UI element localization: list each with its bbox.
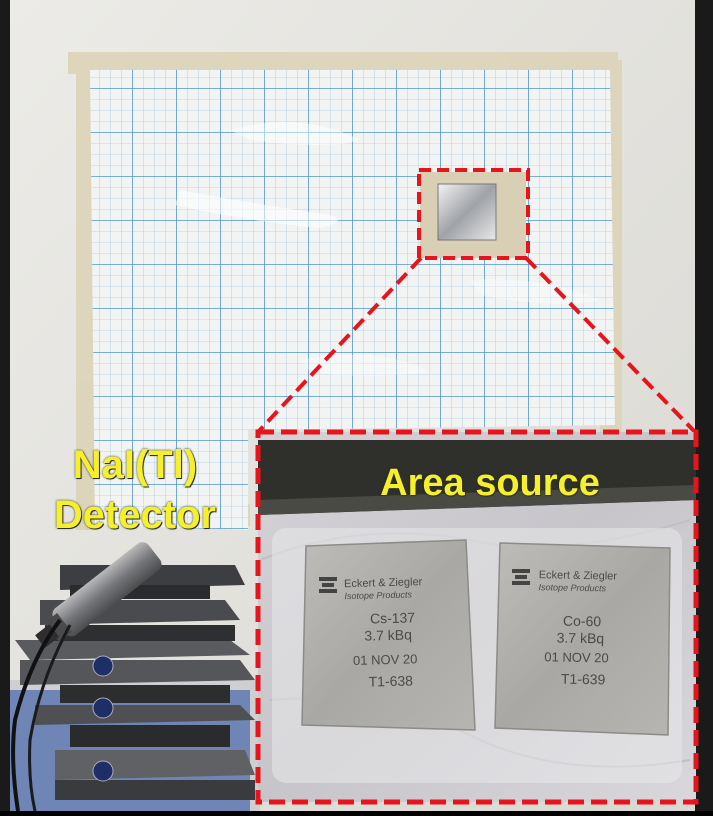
zoom-line-right — [524, 256, 697, 434]
plate-subtitle: Isotope Products — [344, 589, 412, 601]
inset-panel — [258, 432, 696, 802]
plate-activity: 3.7 kBq — [557, 630, 605, 647]
inset-highlight-box — [255, 429, 699, 805]
detector-label: NaI(Tl) Detector — [40, 440, 230, 540]
plate-isotope: Cs-137 — [370, 609, 416, 626]
detector-label-line-1: NaI(Tl) — [72, 443, 198, 487]
plate-isotope: Co-60 — [563, 613, 602, 630]
source-highlight-box — [417, 168, 530, 260]
source-plate-cs137 — [301, 539, 476, 731]
plate-maker: Eckert & Ziegler — [539, 569, 618, 582]
plate-maker: Eckert & Ziegler — [344, 576, 423, 590]
eckert-ziegler-logo-icon — [319, 577, 337, 593]
source-plate-co60 — [494, 542, 671, 736]
plate-text-cs137: Eckert & Ziegler Isotope Products Cs-137… — [344, 576, 423, 689]
mounted-source — [420, 172, 526, 258]
plate-subtitle: Isotope Products — [538, 582, 606, 593]
plate-serial: T1-639 — [561, 671, 606, 688]
plate-date: 01 NOV 20 — [544, 649, 609, 665]
plate-serial: T1-638 — [368, 672, 413, 689]
eckert-ziegler-logo-icon — [512, 569, 530, 585]
zoom-line-left — [256, 256, 423, 434]
plate-date: 01 NOV 20 — [353, 651, 418, 668]
plate-text-co60: Eckert & Ziegler Isotope Products Co-60 … — [538, 569, 618, 688]
detector-label-line-2: Detector — [53, 493, 217, 537]
plate-activity: 3.7 kBq — [364, 626, 412, 643]
detector-cable — [11, 618, 62, 812]
inset-title: Area source — [380, 462, 600, 504]
